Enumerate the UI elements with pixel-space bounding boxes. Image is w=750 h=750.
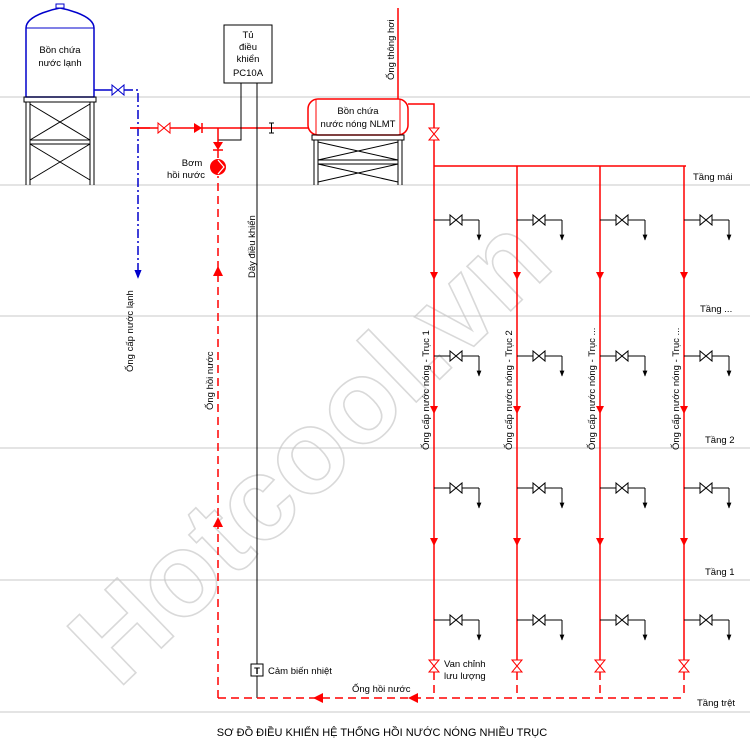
hot-tank-label-1: Bồn chứa — [337, 106, 379, 117]
balance-valve-icon — [677, 659, 691, 673]
fixture-branch — [517, 481, 565, 509]
controller-line-1: Tủ — [242, 30, 253, 41]
riser-label-4: Ống cấp nước nóng - Trục ... — [670, 328, 682, 450]
fixture-valve-icon — [699, 481, 713, 495]
fixture-valve-icon — [615, 613, 629, 627]
fixture-branch — [684, 613, 732, 641]
riser-2 — [510, 166, 524, 698]
balance-valve-icon — [593, 659, 607, 673]
riser-label-3: Ống cấp nước nóng - Trục ... — [586, 328, 598, 450]
cold-water-pipe — [94, 83, 150, 279]
return-pipe-bottom — [218, 693, 686, 703]
fixture-branch — [434, 481, 482, 509]
cold-tank-label-2: nước lạnh — [38, 58, 81, 69]
fixture-branch — [684, 481, 732, 509]
riser-labels: Ống cấp nước nóng - Trục 1 Ống cấp nước n… — [420, 328, 682, 450]
riser-1 — [427, 166, 441, 698]
fixture-branch — [600, 349, 648, 377]
union-icon — [269, 122, 274, 134]
pump-check-valve-icon — [213, 142, 223, 150]
fixture-branch — [600, 613, 648, 641]
return-bottom-label: Ống hồi nước — [352, 683, 411, 695]
return-vertical-label: Ống hồi nước — [204, 351, 216, 410]
vent-pipe-label: Ống thông hơi — [385, 19, 397, 80]
fixture-valve-icon — [699, 213, 713, 227]
controller-line-4: PC10A — [233, 68, 264, 79]
fixture-branch — [434, 349, 482, 377]
fixture-branch — [600, 481, 648, 509]
return-pipe-vertical — [213, 176, 223, 698]
fixture-valve-icon — [449, 213, 463, 227]
fixture-valve-icon — [532, 213, 546, 227]
fixture-branches — [434, 213, 732, 641]
fixture-branch — [434, 613, 482, 641]
fixture-branch — [517, 349, 565, 377]
diagram-title: SƠ ĐỒ ĐIỀU KHIỂN HỆ THỐNG HỒI NƯỚC NÓNG … — [217, 725, 547, 739]
cold-tank-label-1: Bồn chứa — [39, 45, 81, 56]
risers — [427, 166, 691, 698]
fixture-valve-icon — [615, 481, 629, 495]
pump-icon — [210, 159, 226, 175]
fixture-valve-icon — [532, 613, 546, 627]
floor-label-4: Tầng trệt — [697, 698, 735, 709]
fixture-branch — [684, 213, 732, 241]
balance-valve-icon — [427, 659, 441, 673]
return-pump: Bơm hồi nước — [167, 128, 226, 181]
fixture-branch — [517, 213, 565, 241]
fixture-valve-icon — [615, 213, 629, 227]
controller-line-3: khiển — [237, 54, 260, 65]
fixture-valve-icon — [532, 481, 546, 495]
fixture-valve-icon — [449, 613, 463, 627]
riser-label-2: Ống cấp nước nóng - Trục 2 — [503, 330, 515, 450]
temperature-sensor: T Cảm biến nhiệt — [250, 663, 332, 677]
floor-label-3: Tầng 1 — [705, 567, 735, 578]
outlet-valve-icon — [427, 127, 441, 141]
cold-tank-stand — [23, 96, 97, 185]
fixture-valve-icon — [699, 613, 713, 627]
floor-label-1: Tầng ... — [700, 304, 732, 315]
riser-3 — [593, 166, 607, 698]
cold-water-tank: Bồn chứa nước lạnh — [25, 3, 95, 98]
floor-lines — [0, 96, 750, 713]
controller-box: Tủ điều khiển PC10A — [223, 24, 273, 84]
fixture-valve-icon — [699, 349, 713, 363]
sensor-label: Cảm biến nhiệt — [268, 666, 332, 677]
controller-line-2: điều — [239, 42, 257, 53]
fixture-branch — [600, 213, 648, 241]
fixture-valve-icon — [615, 349, 629, 363]
pump-label-1: Bơm — [182, 158, 203, 169]
watermark: Hotcool.vn — [44, 190, 574, 708]
fixture-branch — [517, 613, 565, 641]
fixture-valve-icon — [449, 481, 463, 495]
balance-valve-icon — [510, 659, 524, 673]
check-valve-icon — [194, 123, 202, 133]
floor-label-0: Tầng mái — [693, 172, 733, 183]
riser-label-1: Ống cấp nước nóng - Trục 1 — [420, 330, 432, 450]
fixture-valve-icon — [449, 349, 463, 363]
fixture-branch — [434, 213, 482, 241]
hot-tank-label-2: nước nóng NLMT — [321, 119, 396, 130]
riser-4 — [677, 166, 691, 698]
balance-valve-label-2: lưu lượng — [444, 671, 486, 682]
hot-outlet — [408, 103, 441, 166]
fixture-valve-icon — [532, 349, 546, 363]
cold-supply-label: Ống cấp nước lạnh — [124, 290, 136, 372]
hot-water-tank: Bồn chứa nước nóng NLMT — [307, 98, 409, 136]
control-wire-label: Dây điều khiển — [247, 215, 258, 278]
cold-valve-icon — [111, 83, 125, 97]
fixture-branch — [684, 349, 732, 377]
hot-tank-stand — [311, 134, 405, 185]
feed-valve-icon — [157, 121, 171, 135]
sensor-symbol: T — [254, 666, 260, 677]
pump-label-2: hồi nước — [167, 170, 205, 181]
balance-valve-label-1: Van chỉnh — [444, 659, 486, 670]
floor-label-2: Tầng 2 — [705, 435, 735, 446]
hot-feed-line — [130, 121, 308, 135]
